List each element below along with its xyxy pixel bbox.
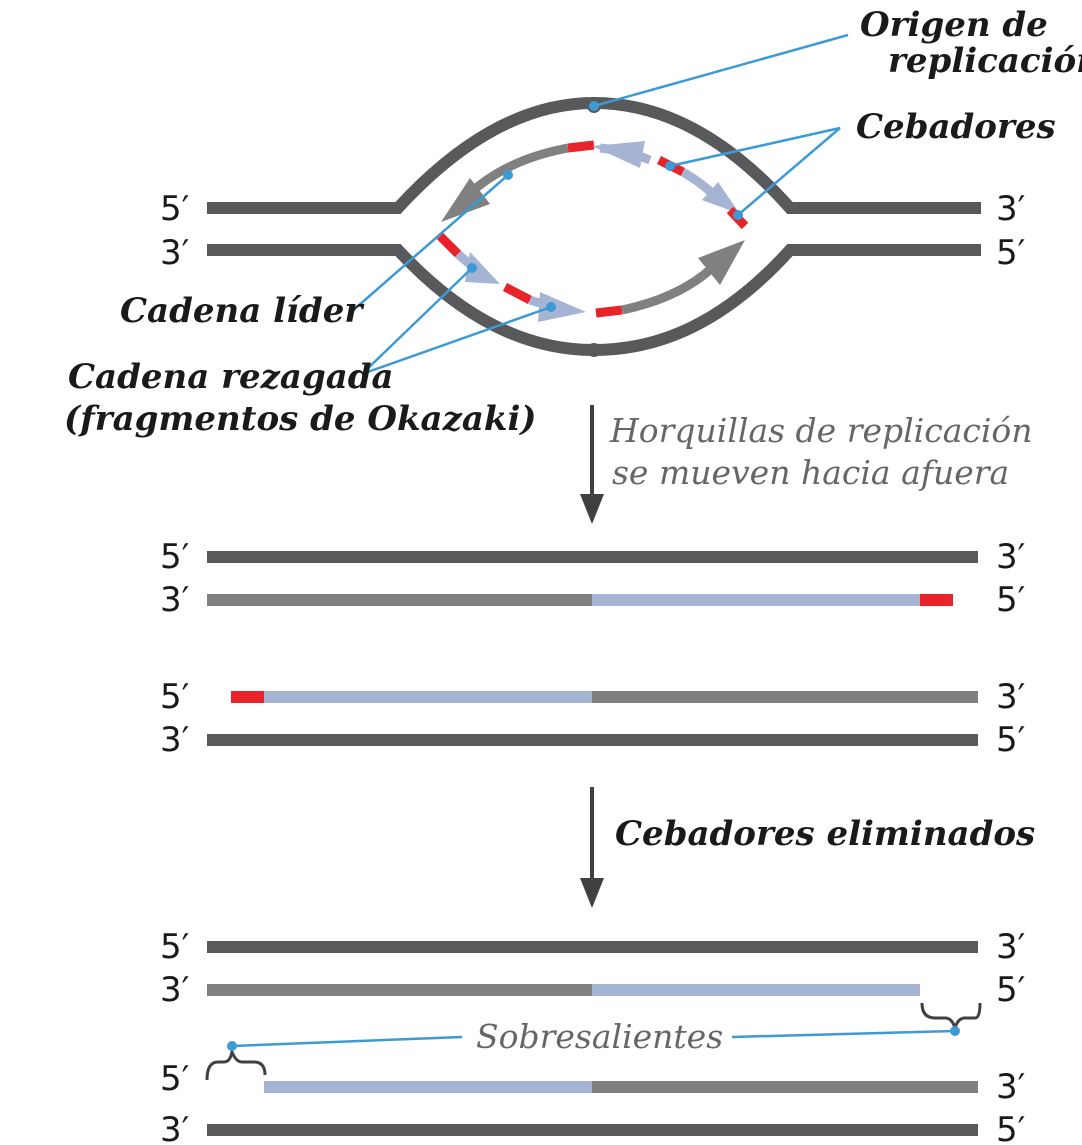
end-label-p1-bottom-right: 5′ (996, 233, 1025, 273)
step-arrow-2: Cebadores eliminados (580, 787, 1035, 908)
panel-replication-bubble: 5′ 3′ 3′ 5′ Origen de replicación Cebado… (64, 5, 1082, 439)
pointer-primer-2 (737, 127, 841, 216)
okazaki-arrowhead-bottom-1 (465, 252, 500, 284)
end-label-p2a-top-left: 5′ (160, 537, 189, 577)
pointer-dot-lagging-1 (467, 263, 477, 273)
end-label-p3a-bottom-left: 3′ (160, 970, 189, 1010)
end-label-p2a-bottom-right: 5′ (996, 580, 1025, 620)
end-label-p3b-top-left: 5′ (160, 1059, 189, 1099)
leading-arrowhead-top (441, 178, 490, 222)
end-label-p1-top-right: 3′ (996, 189, 1025, 229)
end-label-p3a-bottom-right: 5′ (996, 970, 1025, 1010)
primer-lagging-bottom-1 (436, 232, 462, 258)
label-step-forks-line1: Horquillas de replicación (609, 411, 1033, 450)
leading-arrowhead-bottom (698, 240, 745, 285)
end-label-p2b-top-left: 5′ (160, 677, 189, 717)
pointer-leading (349, 174, 509, 314)
end-label-p2b-bottom-right: 5′ (996, 720, 1025, 760)
label-lagging-line2: (fragmentos de Okazaki) (64, 399, 536, 439)
label-overhangs: Sobresalientes (476, 1017, 723, 1056)
end-label-p3b-top-right: 3′ (996, 1067, 1025, 1107)
pointer-dot-overhang-left (227, 1041, 237, 1051)
end-label-p1-top-left: 5′ (160, 189, 189, 229)
label-step-primers-removed: Cebadores eliminados (615, 814, 1035, 854)
pointer-lagging-2 (361, 305, 552, 376)
label-origin-line1: Origen de (860, 5, 1048, 45)
end-label-p3b-bottom-left: 3′ (160, 1110, 189, 1145)
pointer-dot-primer-2 (733, 210, 743, 220)
primer-leading-bottom (595, 305, 623, 318)
end-label-p3b-bottom-right: 5′ (996, 1110, 1025, 1145)
okazaki-arrowhead-top-1 (592, 141, 645, 168)
okazaki-arrowhead-top-2 (702, 182, 740, 214)
overhang-brace-left (205, 1046, 267, 1081)
leading-strand-top (464, 143, 569, 199)
primer-lagging-bottom-2 (502, 283, 533, 304)
label-primers: Cebadores (856, 107, 1056, 147)
end-label-p2b-top-right: 3′ (996, 677, 1025, 717)
end-label-p3a-top-right: 3′ (996, 927, 1025, 967)
pointer-dot-primer-1 (665, 161, 675, 171)
end-label-p3a-top-left: 5′ (160, 927, 189, 967)
okazaki-arrowhead-bottom-2 (538, 292, 586, 322)
label-origin-line2: replicación (888, 41, 1082, 81)
end-label-p2b-bottom-left: 3′ (160, 720, 189, 760)
leading-strand-bottom (621, 264, 716, 315)
pointer-overhang-left (231, 1035, 463, 1048)
origin-dot-bottom (587, 343, 601, 357)
pointer-dot-lagging-2 (546, 302, 556, 312)
end-label-p1-bottom-left: 3′ (160, 233, 189, 273)
label-leading-strand: Cadena líder (120, 291, 364, 331)
pointer-primer-1 (669, 126, 841, 168)
label-step-forks-line2: se mueven hacia afuera (612, 453, 1009, 492)
pointer-lagging-1 (361, 267, 473, 375)
overhang-brace-right (920, 1002, 982, 1034)
primer-leading-top (567, 140, 595, 153)
end-label-p2a-top-right: 3′ (996, 537, 1025, 577)
pointer-dot-origin (589, 101, 599, 111)
panel-after-replication: 5′ 3′ 3′ 5′ 5′ 3′ 3′ 5′ (160, 537, 1025, 760)
panel-primers-removed: 5′ 3′ 3′ 5′ 5′ 3′ 3′ 5′ Sobresalientes (160, 927, 1025, 1145)
end-label-p2a-bottom-left: 3′ (160, 580, 189, 620)
step-arrow-1: Horquillas de replicación se mueven haci… (580, 405, 1033, 524)
pointer-origin (593, 33, 849, 108)
pointer-dot-overhang-right (950, 1026, 960, 1036)
label-lagging-line1: Cadena rezagada (68, 357, 394, 397)
pointer-overhang-right (731, 1029, 956, 1039)
pointer-dot-leading (503, 170, 513, 180)
